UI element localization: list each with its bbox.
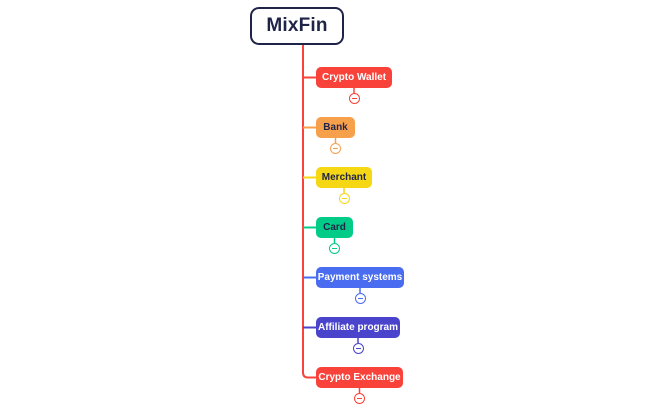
- root-node-mixfin[interactable]: MixFin: [250, 7, 344, 45]
- minus-icon: [333, 148, 338, 149]
- collapse-toggle-icon[interactable]: [354, 293, 366, 304]
- minus-icon: [357, 398, 362, 399]
- node-crypto-wallet[interactable]: Crypto Wallet: [316, 67, 392, 88]
- node-merchant[interactable]: Merchant: [316, 167, 372, 188]
- node-affiliate-program[interactable]: Affiliate program: [316, 317, 400, 338]
- minus-icon: [332, 248, 337, 249]
- minus-icon: [355, 348, 361, 349]
- node-label: Bank: [323, 121, 348, 133]
- collapse-toggle-icon[interactable]: [330, 143, 341, 154]
- trunk-edge: [302, 45, 316, 379]
- minus-icon: [351, 98, 357, 99]
- collapse-toggle-icon[interactable]: [348, 93, 360, 104]
- node-label: Affiliate program: [318, 321, 399, 333]
- collapse-toggle-icon[interactable]: [352, 343, 364, 354]
- node-label: Card: [323, 221, 346, 233]
- node-label: Merchant: [321, 171, 367, 183]
- collapse-toggle-icon[interactable]: [329, 243, 340, 254]
- minus-icon: [357, 298, 363, 299]
- node-label: Crypto Exchange: [318, 371, 401, 383]
- node-bank[interactable]: Bank: [316, 117, 355, 138]
- node-crypto-exchange[interactable]: Crypto Exchange: [316, 367, 403, 388]
- minus-icon: [341, 198, 347, 199]
- collapse-toggle-icon[interactable]: [354, 393, 365, 404]
- collapse-toggle-icon[interactable]: [338, 193, 350, 204]
- node-label: Payment systems: [317, 271, 403, 283]
- node-payment-systems[interactable]: Payment systems: [316, 267, 404, 288]
- node-card[interactable]: Card: [316, 217, 353, 238]
- root-node-label: MixFin: [266, 15, 328, 36]
- node-label: Crypto Wallet: [321, 71, 387, 83]
